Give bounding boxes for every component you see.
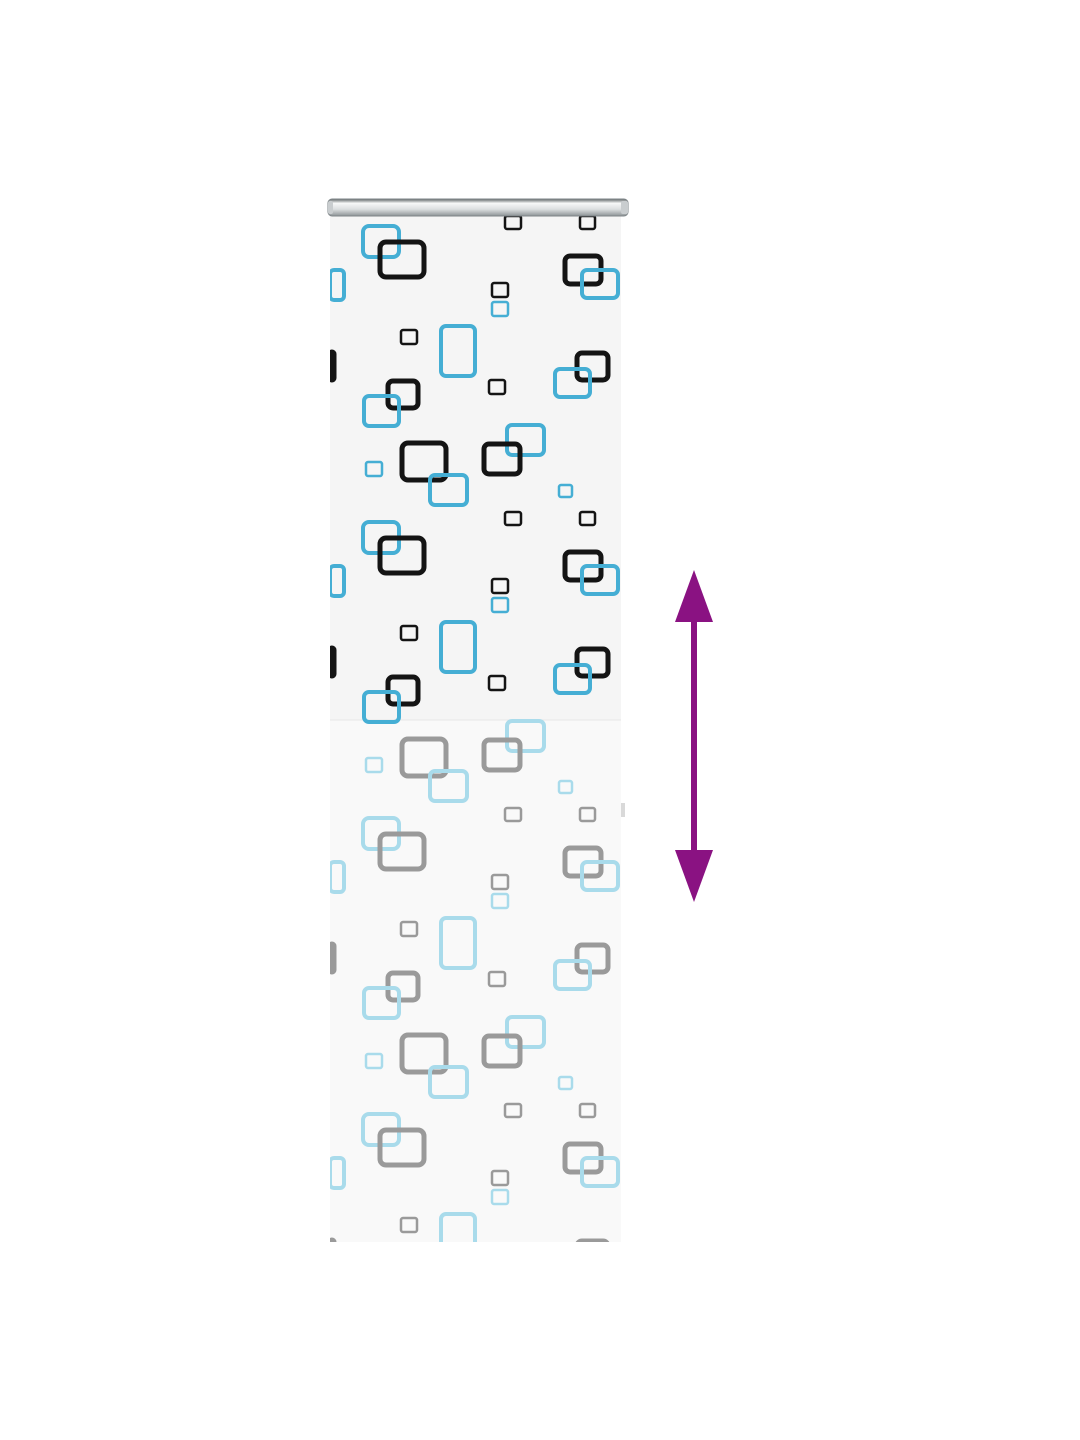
dark-square-ring (377, 535, 427, 576)
dark-square-ring (399, 440, 449, 483)
blue-square-ring (553, 367, 592, 399)
blind-fabric-extension-area (330, 720, 621, 1242)
dark-square-ring (503, 806, 523, 823)
blue-square-ring (439, 620, 477, 674)
blue-square-ring (364, 1052, 384, 1070)
dark-square-ring (399, 624, 419, 642)
dark-square-ring (330, 349, 337, 383)
blue-square-ring (330, 268, 346, 302)
blue-square-ring (428, 473, 469, 507)
dark-square-ring (399, 736, 449, 779)
dark-square-ring (399, 328, 419, 346)
dark-square-ring (578, 1102, 597, 1119)
dark-square-ring (490, 873, 510, 891)
dark-square-ring (399, 1032, 449, 1075)
dark-square-ring (481, 441, 523, 477)
dark-square-ring (487, 970, 507, 988)
dark-square-ring (503, 510, 523, 527)
blue-square-ring (364, 460, 384, 478)
blue-square-ring (428, 769, 469, 803)
dark-square-ring (377, 239, 427, 280)
blue-square-ring (580, 268, 620, 300)
blue-square-ring (330, 564, 346, 598)
dark-square-ring (487, 378, 507, 396)
blue-square-ring (490, 892, 510, 910)
blue-square-ring (490, 1188, 510, 1206)
dark-square-ring (490, 1169, 510, 1187)
blue-square-ring (505, 1015, 546, 1049)
dark-square-ring (490, 281, 510, 299)
blue-square-ring (557, 1075, 574, 1091)
dark-square-ring (578, 510, 597, 527)
dark-square-ring (377, 831, 427, 872)
dark-square-ring (578, 806, 597, 823)
roller-end-cap (621, 201, 628, 214)
dark-square-ring (399, 920, 419, 938)
dark-square-ring (574, 350, 611, 383)
dark-square-ring (330, 941, 337, 975)
dark-square-ring (490, 577, 510, 595)
blue-square-ring (553, 663, 592, 695)
dark-square-ring (574, 942, 611, 975)
blue-square-ring (439, 324, 477, 378)
blue-square-ring (330, 1156, 346, 1190)
blue-square-ring (557, 483, 574, 499)
dark-square-ring (481, 1033, 523, 1069)
blue-square-ring (553, 959, 592, 991)
blue-square-ring (580, 564, 620, 596)
dark-square-ring (574, 646, 611, 679)
square-ring-pattern-faded (330, 719, 620, 1242)
roller-tube (327, 198, 629, 217)
blue-square-ring (362, 690, 401, 724)
double-headed-vertical-arrow-icon (675, 570, 713, 902)
blue-square-ring (580, 1156, 620, 1188)
blue-square-ring (428, 1065, 469, 1099)
roller-end-cap (328, 201, 333, 214)
blue-square-ring (505, 423, 546, 457)
dark-square-ring (330, 1237, 337, 1242)
dark-square-ring (575, 1238, 610, 1242)
blue-square-ring (364, 756, 384, 774)
blue-square-ring (557, 779, 574, 795)
blue-square-ring (439, 1212, 477, 1242)
hem-marker (621, 803, 625, 817)
blue-square-ring (505, 719, 546, 753)
blue-square-ring (362, 986, 401, 1020)
blue-square-ring (490, 596, 510, 614)
dark-square-ring (330, 645, 337, 679)
blue-square-ring (490, 300, 510, 318)
blue-square-ring (362, 394, 401, 428)
dark-square-ring (377, 1127, 427, 1168)
dark-square-ring (481, 737, 523, 773)
square-ring-pattern (330, 214, 620, 724)
dark-square-ring (487, 674, 507, 692)
blue-square-ring (330, 860, 346, 894)
dark-square-ring (399, 1216, 419, 1234)
blue-square-ring (439, 916, 477, 970)
blue-square-ring (580, 860, 620, 892)
dark-square-ring (503, 1102, 523, 1119)
